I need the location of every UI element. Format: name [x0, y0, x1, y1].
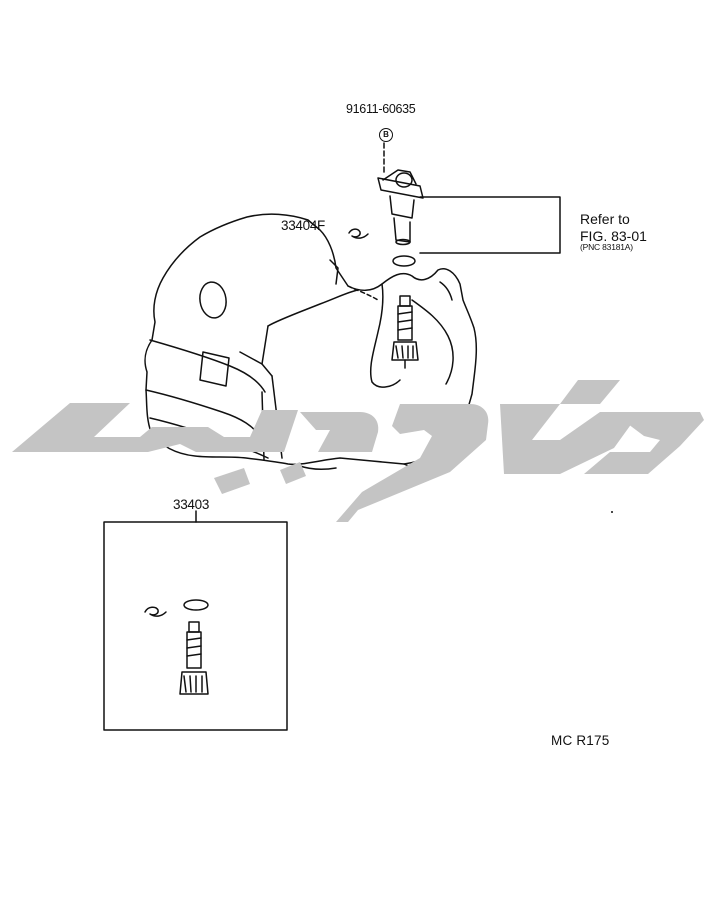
- speck: [611, 511, 613, 513]
- driven-gear-installed: [391, 295, 419, 369]
- o-ring: [392, 255, 416, 267]
- drawing-code: MC R175: [551, 733, 610, 748]
- reference-line-2: FIG. 83-01: [580, 228, 647, 244]
- bolt-mark-icon: B: [379, 128, 393, 142]
- part-number-clip: 33404F: [281, 218, 325, 233]
- watermark: [12, 380, 704, 522]
- speed-sensor: [377, 142, 424, 246]
- clip-symbol: [348, 228, 369, 239]
- reference-line-1: Refer to: [580, 211, 630, 227]
- part-number-sensor-bolt: 91611-60635: [346, 102, 416, 116]
- transaxle-housing: [144, 213, 478, 471]
- part-number-kit: 33403: [173, 497, 210, 512]
- reference-leader: [419, 196, 561, 254]
- reference-line-3: (PNC 83181A): [580, 242, 633, 252]
- kit-box: [103, 510, 288, 731]
